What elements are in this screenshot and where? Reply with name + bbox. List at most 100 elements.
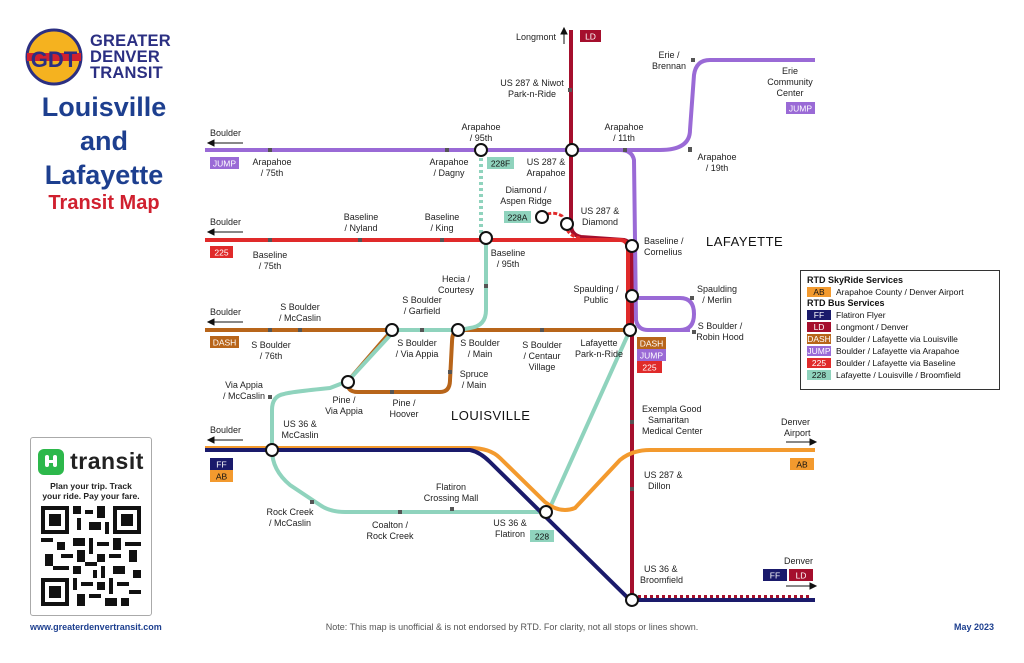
station-us287-arapahoe: [565, 143, 579, 157]
line-jump-loop: [636, 296, 697, 332]
badge-jump-lafayette: [637, 349, 666, 361]
badge-jump-boulder: [210, 157, 239, 169]
logo-line-2: DENVER: [90, 48, 160, 66]
svg-text:S Boulder /Robin Hood: S Boulder /Robin Hood: [696, 321, 744, 342]
badge-ab-airport: [790, 458, 814, 470]
legend-row-ab: AB Arapahoe County / Denver Airport: [807, 286, 993, 298]
svg-text:LD: LD: [796, 571, 807, 581]
svg-text:228: 228: [535, 532, 549, 542]
legend-row-ff: FF Flatiron Flyer: [807, 309, 993, 321]
station-us36-mccaslin: [265, 443, 279, 457]
transit-app-promo[interactable]: transit Plan your trip. Track your ride.…: [30, 437, 152, 616]
svg-text:225: 225: [214, 248, 228, 258]
svg-text:Baseline /Cornelius: Baseline /Cornelius: [644, 236, 684, 257]
station-sboulder-main: [451, 323, 465, 337]
area-louisville: LOUISVILLE: [451, 408, 530, 423]
legend-row-dash: DASH Boulder / Lafayette via Louisville: [807, 333, 958, 344]
footer-note: Note: This map is unofficial & is not en…: [325, 622, 699, 632]
footer-date: May 2023: [953, 622, 994, 632]
station-arapahoe-95th: [474, 143, 488, 157]
logo-line-3: TRANSIT: [90, 64, 163, 82]
svg-text:DASH: DASH: [640, 339, 664, 349]
svg-text:225: 225: [642, 363, 656, 373]
legend: RTD SkyRide Services AB Arapahoe County …: [800, 270, 1000, 390]
dir-denver-airport-2: Airport: [784, 428, 811, 438]
station-pine-viaappia: [341, 375, 355, 389]
station-spaulding-public: [625, 289, 639, 303]
dir-denver: Denver: [784, 556, 813, 566]
transit-app-name: transit: [70, 448, 144, 474]
station-baseline-cornelius: [625, 239, 639, 253]
station-us36-flatiron: [539, 505, 553, 519]
badge-dash-boulder: [210, 336, 239, 348]
badge-228a: [504, 211, 531, 223]
svg-text:LD: LD: [585, 32, 596, 42]
badge-ff-boulder: [210, 458, 233, 470]
svg-text:AB: AB: [216, 472, 228, 482]
svg-text:Arapahoe/ 95th: Arapahoe/ 95th: [461, 122, 500, 143]
badge-dash-lafayette: [637, 337, 666, 349]
svg-text:S Boulder/ 76th: S Boulder/ 76th: [251, 340, 291, 361]
svg-text:US 287 &Dillon: US 287 &Dillon: [644, 470, 683, 491]
svg-text:US 287 &Diamond: US 287 &Diamond: [581, 206, 620, 227]
logo-line-1: GREATER: [90, 32, 171, 50]
dir-boulder-3: Boulder: [210, 307, 241, 317]
transit-app-icon: [38, 448, 65, 475]
svg-text:Spaulding/ Merlin: Spaulding/ Merlin: [697, 284, 737, 305]
svg-text:JUMP: JUMP: [640, 351, 663, 361]
area-lafayette: LAFAYETTE: [706, 234, 783, 249]
qr-code-icon[interactable]: [41, 506, 141, 606]
svg-text:AB: AB: [796, 460, 808, 470]
svg-text:FF: FF: [770, 571, 780, 581]
gdt-logo-icon: GDT: [25, 28, 83, 86]
svg-text:Coalton /Rock Creek: Coalton /Rock Creek: [366, 520, 414, 541]
svg-text:DASH: DASH: [213, 338, 237, 348]
station-diamond-aspen: [535, 210, 549, 224]
line-jump-erie: [575, 58, 815, 152]
svg-text:Spruce/ Main: Spruce/ Main: [460, 369, 489, 390]
svg-text:S Boulder/ Main: S Boulder/ Main: [460, 338, 500, 359]
legend-bus-header: RTD Bus Services: [807, 298, 885, 308]
logo: GDT GREATER DENVER TRANSIT: [24, 28, 184, 86]
svg-text:Baseline/ King: Baseline/ King: [425, 212, 460, 233]
svg-text:228A: 228A: [508, 213, 528, 223]
legend-row-ld: LD Longmont / Denver: [807, 321, 993, 333]
station-us287-diamond: [560, 217, 574, 231]
svg-text:Pine /Via Appia: Pine /Via Appia: [325, 395, 363, 416]
svg-text:Diamond /Aspen Ridge: Diamond /Aspen Ridge: [500, 185, 552, 206]
svg-text:US 36 &Broomfield: US 36 &Broomfield: [640, 564, 683, 585]
line-ld: [569, 30, 634, 600]
map-title: Louisville and Lafayette: [24, 90, 184, 192]
promo-line-1: Plan your trip. Track: [50, 481, 132, 491]
legend-row-225: 225 Boulder / Lafayette via Baseline: [807, 357, 993, 369]
svg-text:US 36 &Flatiron: US 36 &Flatiron: [493, 518, 527, 539]
svg-text:Pine /Hoover: Pine /Hoover: [389, 398, 418, 419]
svg-text:Baseline/ 95th: Baseline/ 95th: [491, 248, 526, 269]
badge-ff-denver: [763, 569, 787, 581]
svg-text:JUMP: JUMP: [213, 159, 236, 169]
title-line-3: Lafayette: [44, 160, 164, 190]
line-228: [270, 238, 632, 514]
map-subtitle: Transit Map: [48, 192, 160, 214]
footer-url-link[interactable]: www.greaterdenvertransit.com: [30, 622, 162, 632]
station-lafayette-pnr: [623, 323, 637, 337]
title-line-1: Louisville: [41, 92, 167, 122]
svg-text:Arapahoe/ 11th: Arapahoe/ 11th: [604, 122, 643, 143]
svg-text:Via Appia/ McCaslin: Via Appia/ McCaslin: [223, 380, 265, 401]
dir-boulder-1: Boulder: [210, 128, 241, 138]
badge-225-boulder: [210, 246, 233, 258]
station-us36-broomfield: [625, 593, 639, 607]
station-sboulder-viaappia: [385, 323, 399, 337]
svg-text:Baseline/ 75th: Baseline/ 75th: [253, 250, 288, 271]
svg-text:JUMP: JUMP: [789, 104, 812, 114]
route-badges: LD JUMP JUMP 228F 228A 225 DASH DASH JUM…: [210, 30, 815, 581]
dir-boulder-2: Boulder: [210, 217, 241, 227]
line-ff: [205, 448, 815, 602]
badge-225-lafayette: [637, 361, 662, 373]
